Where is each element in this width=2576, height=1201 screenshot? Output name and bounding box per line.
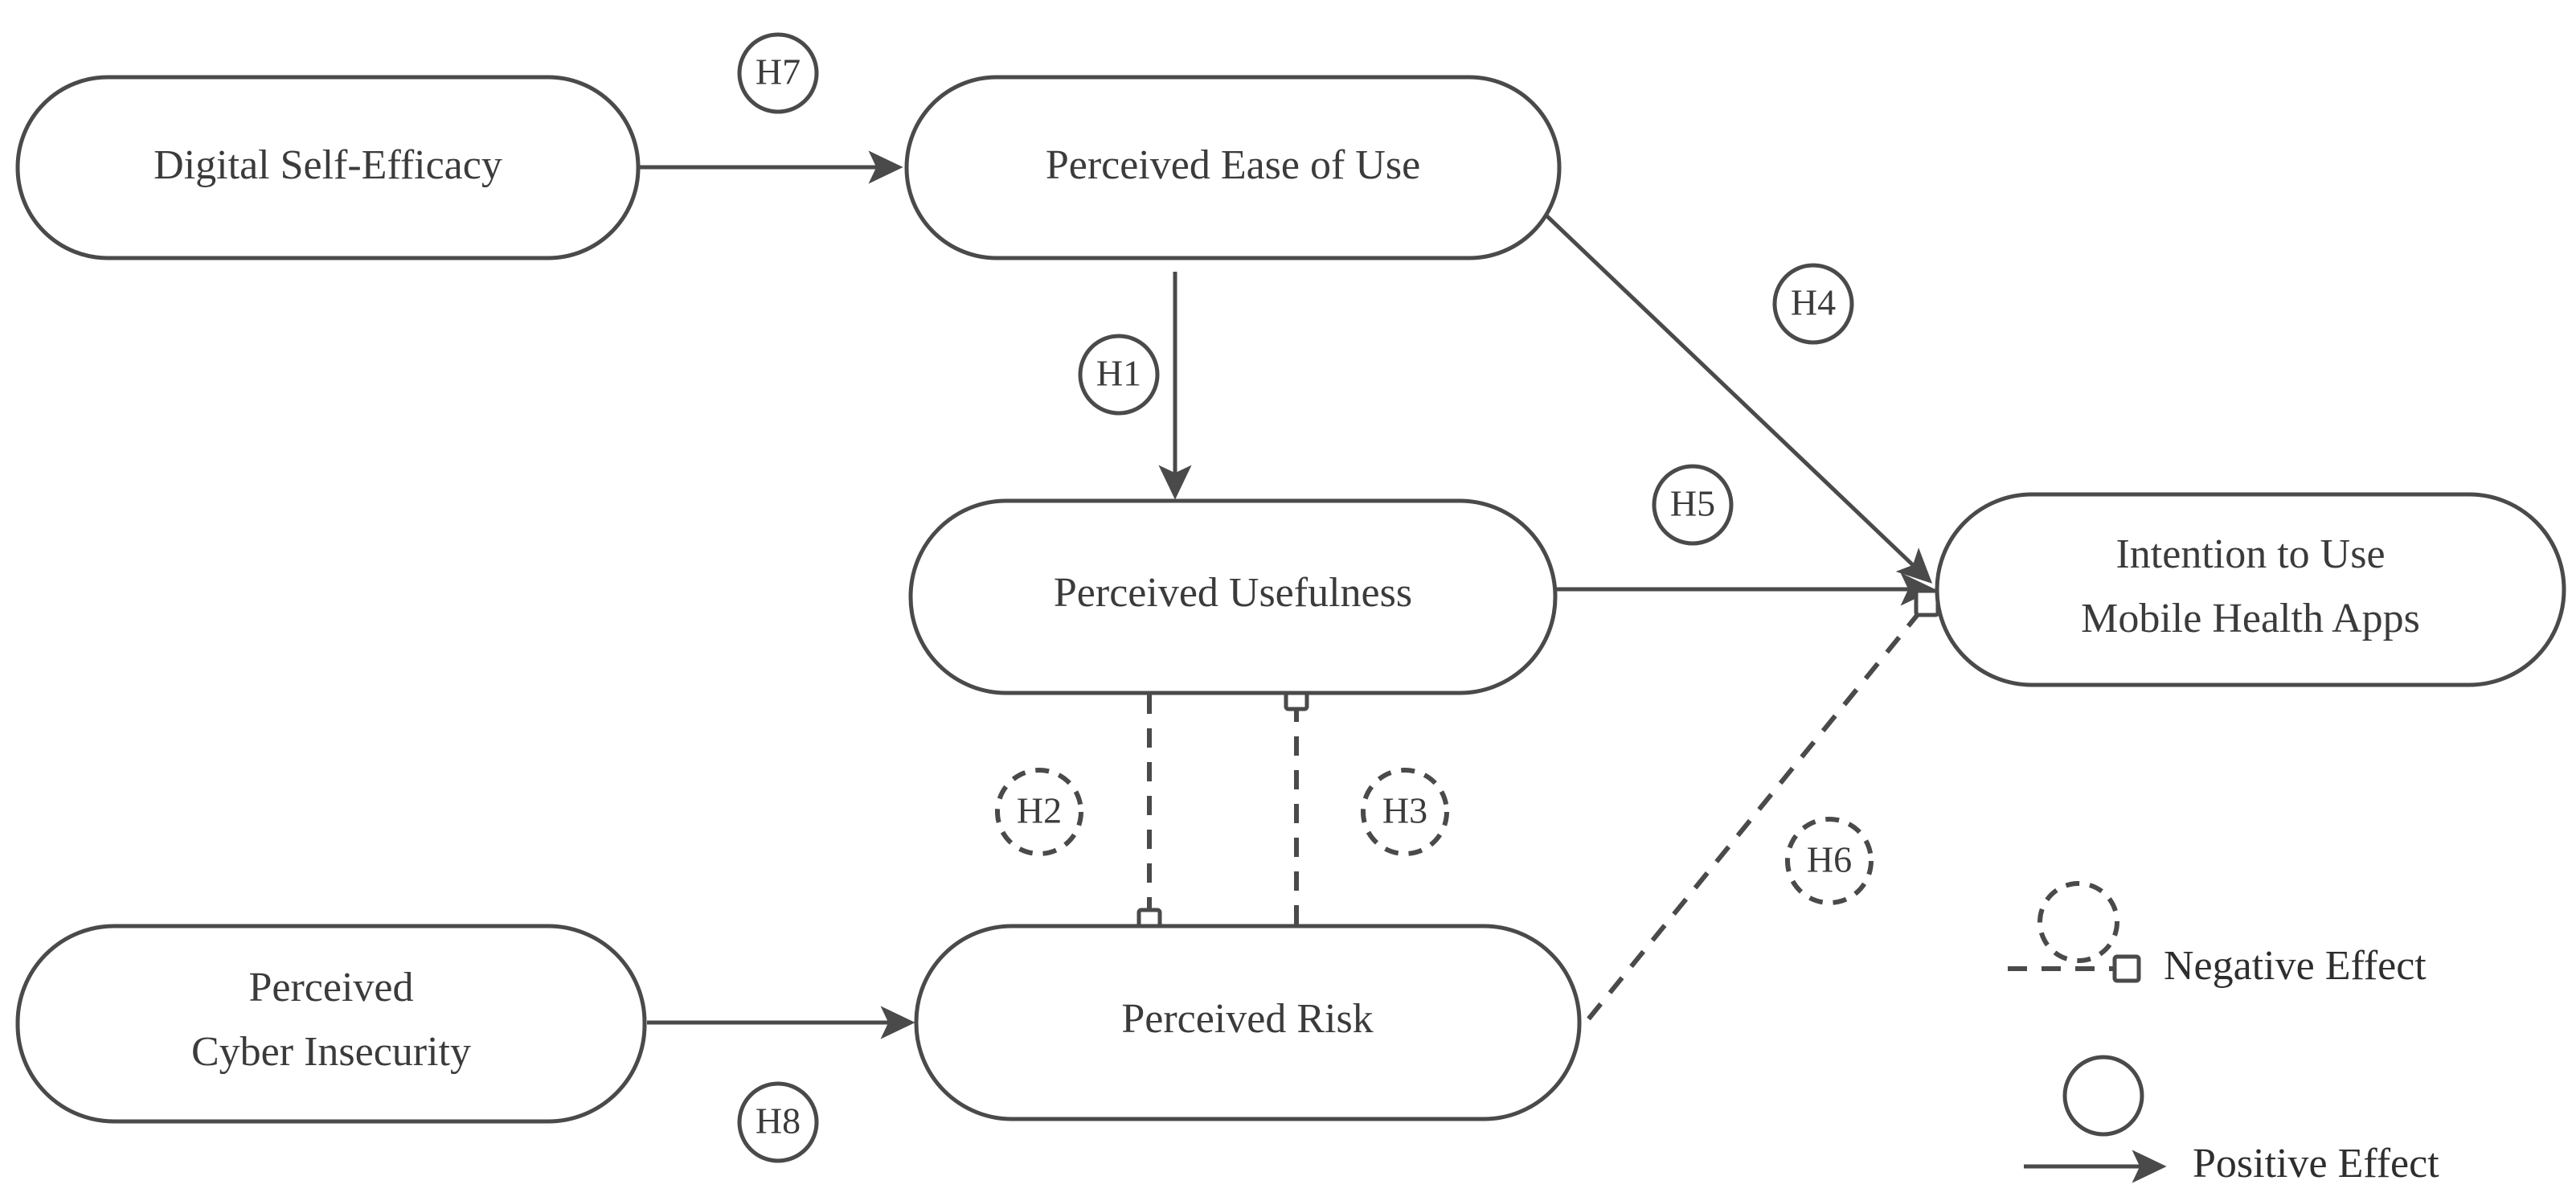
node-perceived-cyber-insecurity[interactable]: Perceived Cyber Insecurity [15,924,647,1124]
hypothesis-badge-h2[interactable]: H2 [995,768,1083,856]
legend-item-positive-effect: Positive Effect [2024,1055,2439,1187]
hypothesis-badge-h7[interactable]: H7 [737,32,819,114]
node-label-intention-line1: Intention to Use [2115,531,2385,577]
hypothesis-circle [737,32,819,114]
legend-negative-terminal-icon [2112,954,2141,983]
hypothesis-label-h6: H6 [1807,839,1852,880]
node-label-intention-line2: Mobile Health Apps [2081,596,2420,641]
hypothesis-circle [995,768,1083,856]
hypothesis-label-h2: H2 [1017,790,1062,831]
hypothesis-label-h4: H4 [1791,282,1836,323]
legend-label-positive-effect: Positive Effect [2193,1141,2439,1187]
negative-terminal-h6 [1914,588,1940,617]
hypothesis-badge-h1[interactable]: H1 [1078,334,1160,416]
node-box [1935,492,2566,687]
hypothesis-circle [737,1081,819,1163]
legend-item-negative-effect: Negative Effect [2008,881,2427,989]
hypothesis-circle [1652,464,1734,546]
hypothesis-label-h3: H3 [1382,790,1427,831]
node-box [904,75,1562,260]
hypothesis-label-h7: H7 [756,51,801,92]
node-label-perceived-ease-of-use: Perceived Ease of Use [1046,142,1420,188]
node-perceived-usefulness[interactable]: Perceived Usefulness [908,498,1558,695]
node-box [15,75,641,260]
hypothesis-label-h1: H1 [1096,353,1141,394]
node-label-digital-self-efficacy: Digital Self-Efficacy [154,142,502,188]
hypothesis-badge-h4[interactable]: H4 [1772,263,1854,345]
hypothesis-circle [1772,263,1854,345]
legend: Negative Effect Positive Effect [2008,881,2439,1187]
edge-h4-peou-to-itu [1530,199,1933,584]
hypothesis-badge-h6[interactable]: H6 [1785,817,1874,905]
node-label-perceived-usefulness: Perceived Usefulness [1054,570,1412,616]
node-box [908,498,1558,695]
hypothesis-label-h8: H8 [756,1101,801,1142]
edge-h6-pr-to-itu [1565,607,1925,1047]
hypothesis-circle [1785,817,1874,905]
node-digital-self-efficacy[interactable]: Digital Self-Efficacy [15,75,641,260]
node-box [914,924,1582,1121]
hypothesis-badge-h8[interactable]: H8 [737,1081,819,1163]
legend-dashed-circle-icon [2037,881,2119,963]
hypothesis-circle [1361,768,1449,856]
legend-label-negative-effect: Negative Effect [2164,943,2427,989]
hypothesis-badge-h5[interactable]: H5 [1652,464,1734,546]
node-label-perceived-risk: Perceived Risk [1121,996,1373,1042]
node-perceived-risk[interactable]: Perceived Risk [914,924,1582,1121]
legend-solid-circle-icon [2062,1055,2144,1137]
node-label-perceived-cyber-insecurity-line1: Perceived [248,965,413,1010]
node-intention-to-use-mobile-health-apps[interactable]: Intention to Use Mobile Health Apps [1935,492,2566,687]
hypothesis-label-h5: H5 [1670,483,1715,524]
node-box [15,924,647,1124]
node-perceived-ease-of-use[interactable]: Perceived Ease of Use [904,75,1562,260]
hypothesis-circle [1078,334,1160,416]
hypothesis-badge-h3[interactable]: H3 [1361,768,1449,856]
node-label-perceived-cyber-insecurity-line2: Cyber Insecurity [191,1029,471,1075]
